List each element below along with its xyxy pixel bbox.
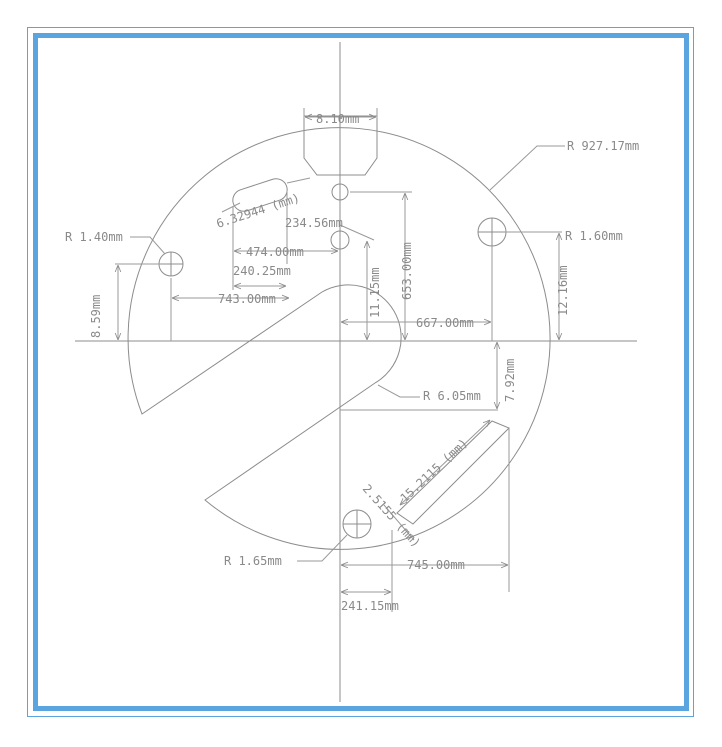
label-dim-743: 743.00mm	[218, 292, 276, 306]
diagonal-slot	[396, 420, 510, 525]
label-dim-240: 240.25mm	[233, 264, 291, 278]
label-dim-667: 667.00mm	[416, 316, 474, 330]
label-dim-15: 15.2115 (mm)	[397, 436, 470, 505]
label-radius-outer: R 927.17mm	[567, 139, 639, 153]
part-outline	[127, 127, 551, 550]
drawing-frame	[33, 33, 689, 711]
label-notch-width: 8.10mm	[316, 112, 359, 126]
bottom-hole	[342, 509, 372, 539]
drawing-outer-border	[27, 27, 694, 717]
label-dim-241: 241.15mm	[341, 599, 399, 613]
label-dim-7-92: 7.92mm	[503, 359, 517, 402]
label-dim-8-59: 8.59mm	[89, 295, 103, 338]
label-radius-left-hole: R 1.40mm	[65, 230, 123, 244]
label-radius-bottom-hole: R 1.65mm	[224, 554, 282, 568]
label-dim-12: 12.16mm	[556, 265, 570, 316]
label-dim-474: 474.00mm	[246, 245, 304, 259]
label-dim-11: 11.15mm	[368, 267, 382, 318]
top-hole-lower	[330, 230, 350, 250]
top-hole-upper	[331, 183, 349, 201]
oblong-slot	[232, 178, 288, 212]
label-radius-slot: R 6.05mm	[423, 389, 481, 403]
label-dim-234: 234.56mm	[285, 216, 343, 230]
label-radius-right-hole: R 1.60mm	[565, 229, 623, 243]
label-dim-745: 745.00mm	[407, 558, 465, 572]
left-hole	[158, 251, 184, 277]
right-hole	[477, 217, 507, 247]
label-dim-653: 653.00mm	[400, 242, 414, 300]
